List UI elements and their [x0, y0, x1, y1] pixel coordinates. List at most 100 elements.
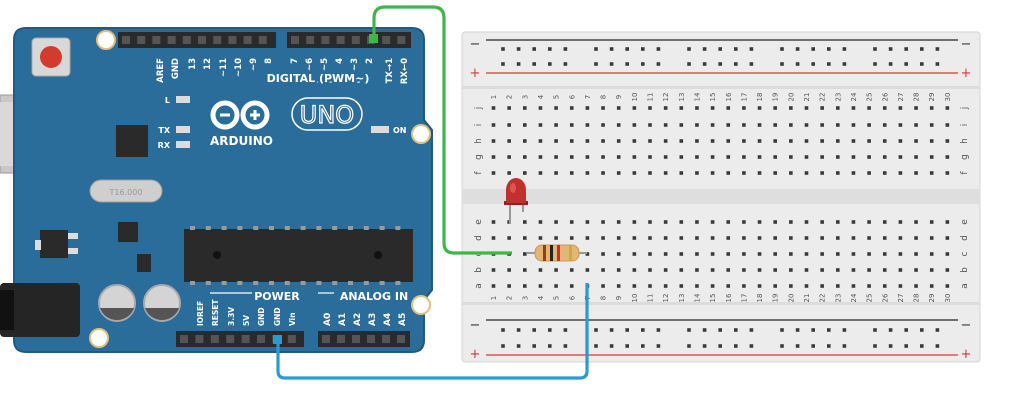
breadboard-hole[interactable] [726, 220, 731, 224]
breadboard-hole[interactable] [789, 139, 793, 143]
breadboard-hole[interactable] [945, 220, 950, 224]
breadboard-hole[interactable] [585, 171, 590, 175]
breadboard-hole[interactable] [632, 236, 637, 240]
rail-hole[interactable] [702, 344, 707, 348]
breadboard-hole[interactable] [726, 123, 731, 127]
breadboard[interactable]: − − + + − − + + 112233445566778899101011… [461, 31, 981, 363]
rail-hole[interactable] [641, 328, 645, 332]
breadboard-hole[interactable] [648, 155, 652, 159]
breadboard-hole[interactable] [757, 284, 762, 288]
breadboard-hole[interactable] [538, 106, 543, 110]
breadboard-hole[interactable] [882, 268, 887, 272]
breadboard-hole[interactable] [491, 155, 496, 159]
breadboard-hole[interactable] [929, 268, 934, 272]
breadboard-hole[interactable] [507, 171, 511, 175]
breadboard-hole[interactable] [851, 123, 856, 127]
breadboard-hole[interactable] [851, 106, 856, 110]
rail-hole[interactable] [734, 328, 738, 332]
breadboard-hole[interactable] [789, 252, 793, 256]
rail-hole[interactable] [687, 47, 691, 51]
header-pin-hole[interactable] [367, 335, 375, 343]
breadboard-hole[interactable] [804, 171, 809, 175]
breadboard-hole[interactable] [898, 139, 903, 143]
breadboard-hole[interactable] [491, 106, 496, 110]
breadboard-hole[interactable] [726, 139, 731, 143]
breadboard-hole[interactable] [554, 171, 558, 175]
breadboard-hole[interactable] [836, 139, 840, 143]
breadboard-hole[interactable] [914, 123, 918, 127]
breadboard-hole[interactable] [523, 268, 527, 272]
rail-hole[interactable] [718, 344, 722, 348]
breadboard-hole[interactable] [789, 236, 793, 240]
breadboard-hole[interactable] [585, 106, 590, 110]
breadboard-hole[interactable] [914, 139, 918, 143]
header-pin-hole[interactable] [337, 335, 345, 343]
rail-hole[interactable] [625, 47, 629, 51]
header-pin-hole[interactable] [258, 36, 267, 44]
breadboard-hole[interactable] [569, 284, 574, 288]
header-pin-hole[interactable] [180, 335, 188, 343]
breadboard-hole[interactable] [554, 106, 558, 110]
breadboard-hole[interactable] [789, 171, 793, 175]
rail-hole[interactable] [609, 344, 614, 348]
rail-hole[interactable] [641, 344, 645, 348]
breadboard-hole[interactable] [929, 106, 934, 110]
rail-hole[interactable] [548, 62, 552, 66]
breadboard-hole[interactable] [663, 220, 668, 224]
breadboard-hole[interactable] [569, 123, 574, 127]
breadboard-hole[interactable] [491, 236, 496, 240]
breadboard-hole[interactable] [648, 220, 652, 224]
rail-hole[interactable] [532, 328, 536, 332]
breadboard-hole[interactable] [585, 220, 590, 224]
rail-hole[interactable] [842, 328, 847, 332]
breadboard-hole[interactable] [820, 236, 824, 240]
breadboard-hole[interactable] [491, 268, 496, 272]
breadboard-hole[interactable] [695, 171, 699, 175]
rail-hole[interactable] [935, 344, 940, 348]
breadboard-hole[interactable] [851, 236, 856, 240]
breadboard-hole[interactable] [616, 139, 621, 143]
breadboard-hole[interactable] [851, 139, 856, 143]
breadboard-hole[interactable] [773, 284, 777, 288]
resistor[interactable] [527, 244, 587, 262]
breadboard-hole[interactable] [742, 252, 746, 256]
rail-hole[interactable] [516, 62, 521, 66]
breadboard-hole[interactable] [914, 268, 918, 272]
rail-hole[interactable] [548, 47, 552, 51]
header-pin-hole[interactable] [397, 335, 405, 343]
breadboard-hole[interactable] [569, 106, 574, 110]
rail-hole[interactable] [594, 328, 598, 332]
breadboard-hole[interactable] [757, 220, 762, 224]
breadboard-hole[interactable] [663, 284, 668, 288]
breadboard-hole[interactable] [663, 252, 668, 256]
breadboard-hole[interactable] [679, 252, 684, 256]
rail-hole[interactable] [594, 62, 598, 66]
breadboard-hole[interactable] [663, 106, 668, 110]
rail-hole[interactable] [687, 328, 691, 332]
breadboard-hole[interactable] [898, 268, 903, 272]
rail-hole[interactable] [780, 62, 784, 66]
rail-hole[interactable] [749, 47, 754, 51]
rail-hole[interactable] [656, 344, 661, 348]
rail-hole[interactable] [656, 328, 661, 332]
breadboard-hole[interactable] [773, 268, 777, 272]
breadboard-hole[interactable] [632, 284, 637, 288]
breadboard-hole[interactable] [742, 268, 746, 272]
breadboard-hole[interactable] [851, 220, 856, 224]
breadboard-hole[interactable] [507, 155, 511, 159]
breadboard-hole[interactable] [616, 106, 621, 110]
breadboard-hole[interactable] [914, 106, 918, 110]
breadboard-hole[interactable] [523, 252, 527, 256]
breadboard-hole[interactable] [867, 123, 871, 127]
breadboard-hole[interactable] [914, 220, 918, 224]
breadboard-hole[interactable] [538, 268, 543, 272]
rail-hole[interactable] [516, 47, 521, 51]
rail-hole[interactable] [625, 344, 629, 348]
breadboard-hole[interactable] [945, 252, 950, 256]
rail-hole[interactable] [501, 344, 505, 348]
breadboard-hole[interactable] [632, 155, 637, 159]
breadboard-hole[interactable] [679, 155, 684, 159]
rail-hole[interactable] [888, 62, 893, 66]
reset-button[interactable] [40, 46, 62, 68]
breadboard-hole[interactable] [710, 171, 715, 175]
